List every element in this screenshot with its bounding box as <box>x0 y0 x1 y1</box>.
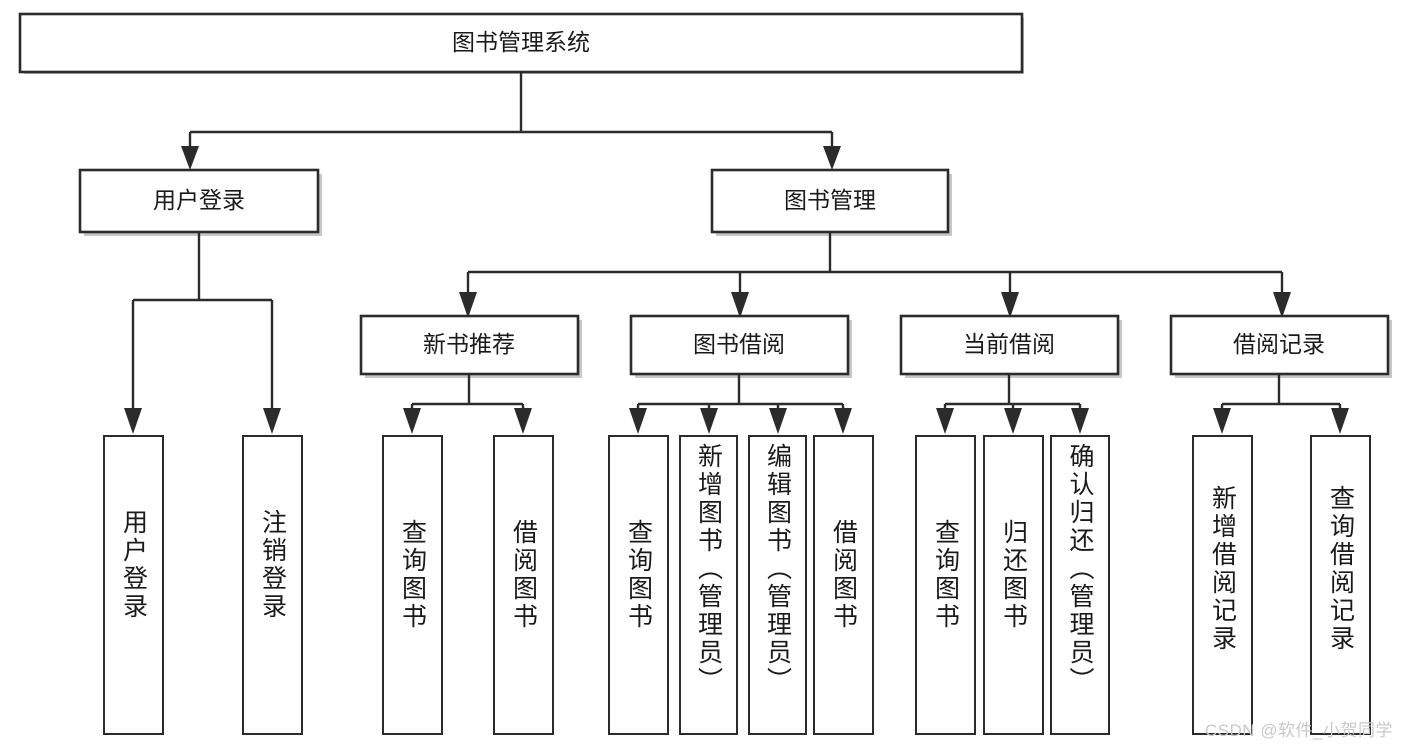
arrow-current-borrow-leaf-3 <box>1071 408 1089 434</box>
node-user-login-label: 用户登录 <box>153 187 245 213</box>
leaf-new-book-2[interactable]: 借阅图书 <box>493 435 554 735</box>
arrow-current-borrow-leaf-1 <box>936 408 954 434</box>
node-current-borrow-label: 当前借阅 <box>963 331 1055 357</box>
leaf-new-book-1[interactable]: 查询图书 <box>382 435 443 735</box>
arrow-current-borrow-leaf-2 <box>1004 408 1022 434</box>
leaf-current-borrow-3-label: 确认归还（管理员） <box>1066 443 1094 695</box>
leaf-borrow-records-1-label: 新增借阅记录 <box>1208 485 1237 653</box>
leaf-user-login-2-label: 注销登录 <box>258 509 287 621</box>
arrow-borrow-records-leaf-2 <box>1331 408 1349 434</box>
arrow-book-borrow-leaf-4 <box>834 408 852 434</box>
connector-book-borrow-to-leaves <box>629 374 852 434</box>
node-borrow-records-label: 借阅记录 <box>1233 331 1325 357</box>
leaf-current-borrow-3[interactable]: 确认归还（管理员） <box>1050 435 1110 735</box>
node-book-borrow[interactable]: 图书借阅 <box>629 314 850 376</box>
node-root[interactable]: 图书管理系统 <box>18 12 1024 74</box>
arrow-user-login-leaf-2 <box>263 408 281 434</box>
arrow-to-new-book <box>459 292 477 318</box>
arrow-book-borrow-leaf-3 <box>769 408 787 434</box>
leaf-borrow-records-1[interactable]: 新增借阅记录 <box>1192 435 1253 735</box>
node-book-management-label: 图书管理 <box>784 187 876 213</box>
leaf-book-borrow-3-label: 编辑图书（管理员） <box>763 443 792 695</box>
leaf-book-borrow-2-label: 新增图书（管理员） <box>694 443 723 695</box>
arrow-user-login-leaf-1 <box>124 408 142 434</box>
connector-current-borrow-to-leaves <box>936 374 1089 434</box>
arrow-to-book-manage <box>823 146 841 170</box>
node-new-book-recommend-label: 新书推荐 <box>423 331 515 357</box>
node-root-label: 图书管理系统 <box>452 29 590 55</box>
leaf-book-borrow-3[interactable]: 编辑图书（管理员） <box>748 435 807 735</box>
arrow-to-current-borrow <box>1001 292 1019 318</box>
leaf-user-login-1[interactable]: 用户登录 <box>103 435 164 735</box>
leaf-borrow-records-2[interactable]: 查询借阅记录 <box>1310 435 1371 735</box>
leaf-user-login-2[interactable]: 注销登录 <box>242 435 303 735</box>
leaf-book-borrow-1[interactable]: 查询图书 <box>608 435 669 735</box>
csdn-watermark: CSDN @软件_小贺同学 <box>1204 721 1393 740</box>
node-user-login[interactable]: 用户登录 <box>78 168 320 234</box>
leaf-current-borrow-1-label: 查询图书 <box>931 519 960 631</box>
arrow-new-book-leaf-1 <box>403 408 421 434</box>
leaf-book-borrow-2[interactable]: 新增图书（管理员） <box>679 435 738 735</box>
leaf-current-borrow-2[interactable]: 归还图书 <box>983 435 1044 735</box>
leaf-current-borrow-1[interactable]: 查询图书 <box>915 435 976 735</box>
connector-borrow-records-to-leaves <box>1213 374 1349 434</box>
node-borrow-records[interactable]: 借阅记录 <box>1169 314 1390 376</box>
node-new-book-recommend[interactable]: 新书推荐 <box>359 314 580 376</box>
arrow-to-user-login <box>181 146 199 170</box>
node-current-borrow[interactable]: 当前借阅 <box>899 314 1120 376</box>
arrow-book-borrow-leaf-1 <box>629 408 647 434</box>
connector-user-login-to-leaves <box>124 232 281 434</box>
leaf-book-borrow-4[interactable]: 借阅图书 <box>813 435 874 735</box>
arrow-new-book-leaf-2 <box>514 408 532 434</box>
leaf-new-book-1-label: 查询图书 <box>398 519 427 631</box>
connector-new-book-to-leaves <box>403 374 532 434</box>
node-book-management[interactable]: 图书管理 <box>710 168 950 234</box>
arrow-to-borrow-records <box>1273 292 1291 318</box>
leaf-new-book-2-label: 借阅图书 <box>509 519 538 631</box>
leaf-book-borrow-4-label: 借阅图书 <box>829 519 858 631</box>
arrow-book-borrow-leaf-2 <box>700 408 718 434</box>
leaf-borrow-records-2-label: 查询借阅记录 <box>1326 485 1355 653</box>
connector-book-management-to-level3 <box>459 232 1291 318</box>
node-book-borrow-label: 图书借阅 <box>693 331 785 357</box>
leaf-user-login-1-label: 用户登录 <box>119 509 148 621</box>
arrow-to-book-borrow <box>731 292 749 318</box>
leaf-book-borrow-1-label: 查询图书 <box>624 519 653 631</box>
arrow-borrow-records-leaf-1 <box>1213 408 1231 434</box>
connector-root-to-level2 <box>181 72 841 170</box>
leaf-current-borrow-2-label: 归还图书 <box>999 519 1028 631</box>
